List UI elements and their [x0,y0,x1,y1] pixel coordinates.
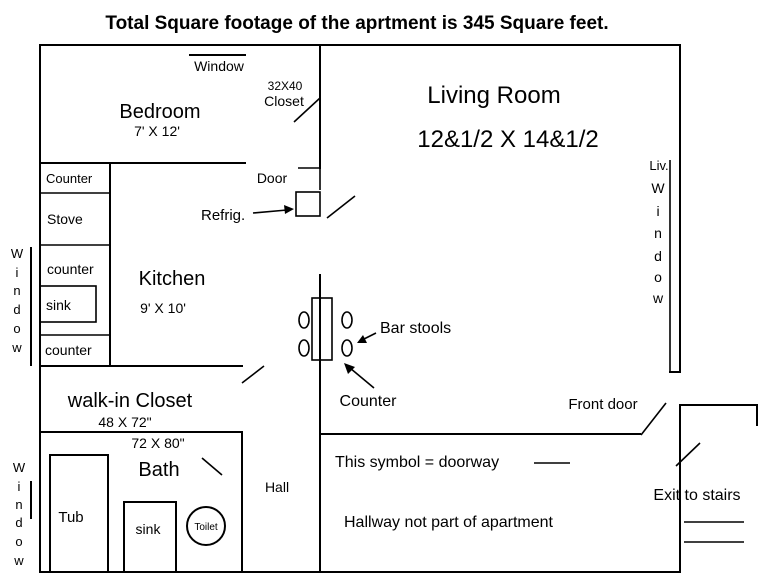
window-kitchen-letter: w [11,340,22,355]
toilet-label: Toilet [194,522,218,533]
refrigerator-shape [295,191,321,217]
window-top-label: Window [194,58,245,74]
bar-stool-shape [341,311,353,329]
window-kitchen-letter: i [16,265,19,280]
stools-arrow-icon [357,335,367,343]
window-bath-letter: n [15,497,22,512]
doorways [201,97,701,476]
doorway-legend-label: This symbol = doorway [335,454,499,471]
window-living-letter: W [651,180,665,196]
kitchen-sink-shape [39,285,97,323]
counter-mid-label: counter [47,261,94,277]
kitchen-sink-label: sink [46,297,72,313]
bedroom-label: Bedroom [119,101,200,123]
bath-sink-shape [123,501,177,573]
bedroom-dims: 7' X 12' [134,123,180,139]
bar-stool-shape [341,339,353,357]
refrig-label: Refrig. [201,207,245,224]
window-living-letter: i [656,203,659,219]
stairs-doorway-shape [675,442,701,467]
door-label: Door [257,170,288,186]
window-bath-letter: W [13,460,26,475]
tub-shape [49,454,109,573]
closet-small-label: Closet [264,93,304,109]
stove-label: Stove [47,211,83,227]
window-bath-letter: d [15,515,22,530]
counter-label: Counter [340,393,398,410]
window-kitchen-letter: d [13,302,20,317]
bath-label: Bath [138,459,179,481]
front-doorway-shape [640,402,667,436]
closet-small-dims: 32X40 [268,79,303,93]
front-door-label: Front door [568,396,637,413]
window-kitchen-letter: W [11,246,24,261]
hall-label: Hall [265,479,289,495]
bar-stool-shape [298,311,310,329]
bath-doorway-shape [201,457,223,476]
exit-to-stairs-label: Exit to stairs [653,487,740,504]
arrows [252,205,377,389]
counter-top-label: Counter [46,171,93,186]
bath-sink-label: sink [136,521,162,537]
kitchen-dims: 9' X 10' [140,300,186,316]
hallway-note-label: Hallway not part of apartment [344,514,554,531]
tub-label: Tub [58,509,83,526]
counter-arrow-line [349,367,375,389]
toilet-shape [186,506,226,546]
refrig-arrow-line [252,209,288,214]
liv-window-abbr: Liv. [649,158,668,173]
window-kitchen-word: W i n d o w [11,246,24,355]
counter-bottom-label: counter [45,342,92,358]
window-kitchen-letter: n [13,283,20,298]
window-bath-letter: o [15,534,22,549]
plan-title: Total Square footage of the aprtment is … [105,13,608,34]
walkin-closet-label: walk-in Closet [67,390,193,412]
window-bath-letter: i [18,479,21,494]
refrig-arrow-icon [284,205,294,214]
windows [30,54,671,519]
window-kitchen-letter: o [13,321,20,336]
counter-arrow-icon [344,363,355,374]
window-living-word: W i n d o w [651,180,665,306]
walkin-closet-dims: 48 X 72" [98,414,151,430]
window-living-letter: o [654,269,662,285]
room-labels: Window 32X40 Closet Bedroom 7' X 12' Liv… [45,58,741,537]
window-living-letter: d [654,248,662,264]
window-bath-word: W i n d o w [13,460,26,568]
bar-counter-shape [311,297,333,361]
window-bath-letter: w [13,553,24,568]
closet-doorway-shape [293,97,321,123]
bar-stools-label: Bar stools [380,320,451,337]
bar-stool-shape [298,339,310,357]
bedroom-doorway-shape [326,195,356,219]
living-room-label: Living Room [427,82,560,109]
kitchen-label: Kitchen [139,268,206,290]
bath-dims: 72 X 80" [131,435,184,451]
living-room-dims: 12&1/2 X 14&1/2 [417,126,598,153]
closet-doorway-shape-2 [241,365,265,384]
window-living-letter: n [654,225,662,241]
window-living-letter: w [652,290,664,306]
